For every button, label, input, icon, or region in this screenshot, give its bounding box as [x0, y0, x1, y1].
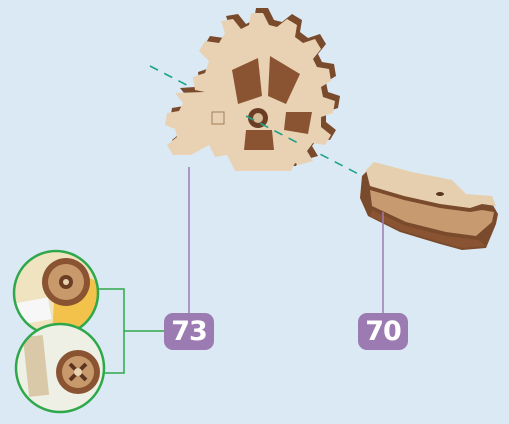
part-number-70: 70	[358, 313, 408, 350]
callout-bracket	[99, 289, 164, 373]
wooden-bar-icon	[360, 162, 498, 250]
gear-icon	[165, 8, 340, 171]
part-number-73: 73	[164, 313, 214, 350]
gear-in-frame-detail-icon	[16, 324, 106, 414]
